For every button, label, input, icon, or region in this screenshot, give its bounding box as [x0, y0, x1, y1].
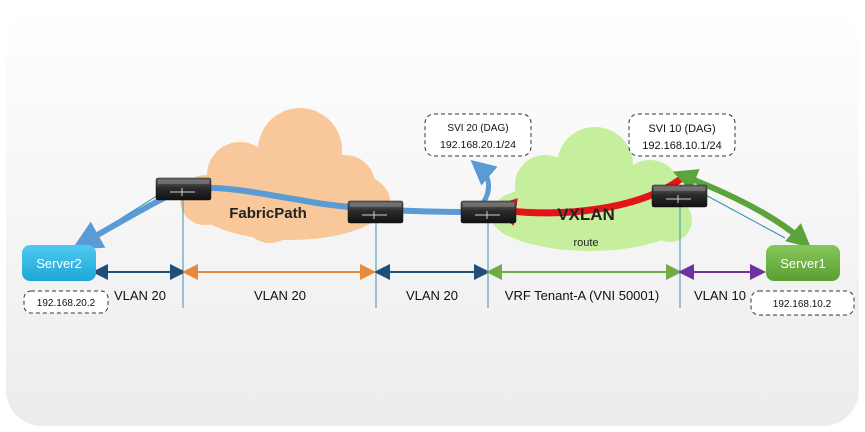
server1-node[interactable]: Server1	[766, 245, 840, 281]
green-traffic-path	[672, 169, 812, 248]
server2-node[interactable]: Server2	[22, 245, 96, 281]
switch-fabricpath-left[interactable]	[155, 177, 212, 201]
server1-ip: 192.168.10.2	[773, 299, 832, 310]
segment-label-2: VLAN 20	[254, 288, 306, 303]
background-panel	[6, 6, 859, 426]
server1-label: Server1	[780, 256, 826, 271]
svi10-title: SVI 10 (DAG)	[648, 123, 715, 135]
svi10-ip: 192.168.10.1/24	[642, 140, 722, 152]
svi20-box: SVI 20 (DAG) 192.168.20.1/24	[424, 113, 532, 157]
server2-ip: 192.168.20.2	[37, 298, 96, 309]
switch-fabricpath-right[interactable]	[347, 200, 404, 224]
svi20-ip: 192.168.20.1/24	[440, 139, 516, 151]
server2-label: Server2	[36, 256, 82, 271]
svi20-title: SVI 20 (DAG)	[447, 123, 508, 134]
route-label: route	[573, 237, 598, 249]
segment-label-4: VRF Tenant-A (VNI 50001)	[505, 288, 659, 303]
switch-arrows-icon	[170, 188, 195, 196]
fabricpath-label: FabricPath	[229, 205, 307, 222]
switch-arrows-icon	[666, 195, 691, 203]
server2-ip-box: 192.168.20.2	[23, 290, 109, 314]
switch-vtep-svi20[interactable]	[460, 200, 517, 224]
segment-label-5: VLAN 10	[694, 288, 746, 303]
segment-label-3: VLAN 20	[406, 288, 458, 303]
vxlan-label: VXLAN	[557, 205, 615, 224]
segment-label-1: VLAN 20	[114, 288, 166, 303]
switch-arrows-icon	[475, 211, 500, 219]
switch-vtep-svi10[interactable]	[651, 184, 708, 208]
switch-arrows-icon	[362, 211, 387, 219]
svi10-box: SVI 10 (DAG) 192.168.10.1/24	[628, 113, 736, 157]
server1-ip-box: 192.168.10.2	[750, 290, 855, 316]
